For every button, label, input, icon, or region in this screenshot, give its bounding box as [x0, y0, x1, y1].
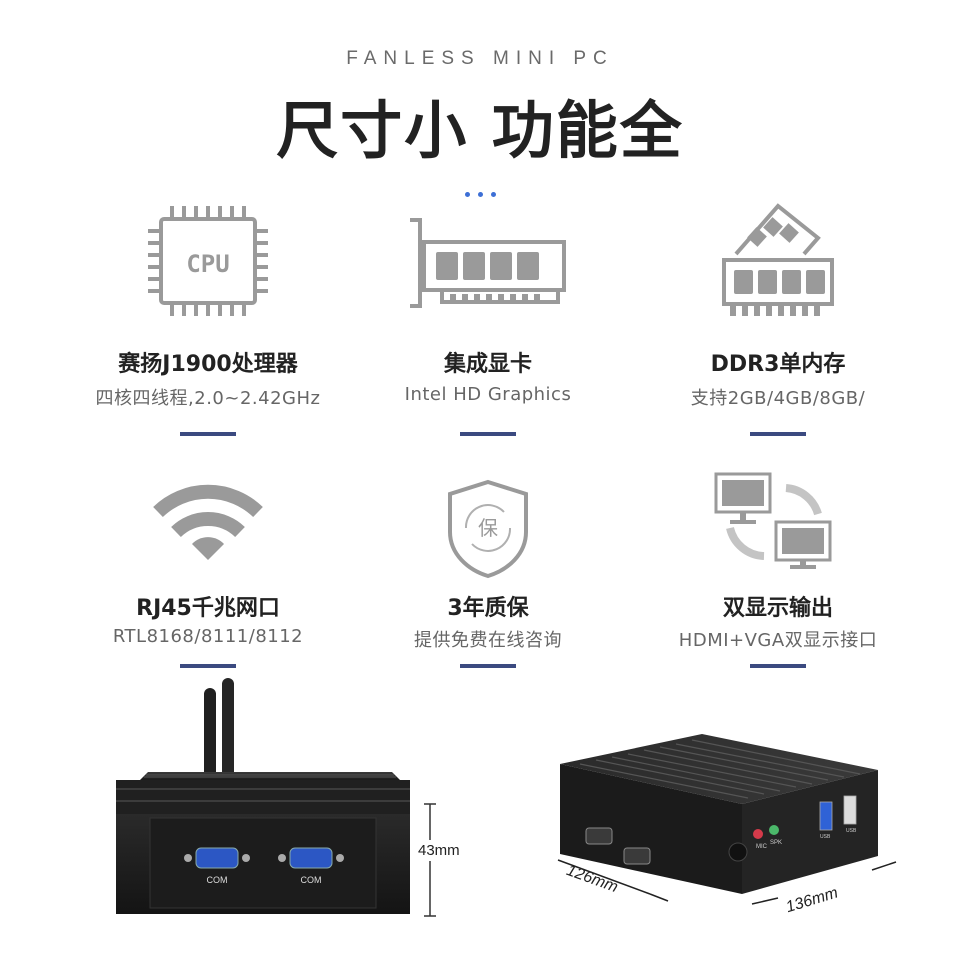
warranty-icon-text: 保: [478, 516, 498, 540]
feature-subtitle: 提供免费在线咨询: [414, 630, 562, 651]
com-port: [585, 827, 613, 845]
antenna: [204, 688, 216, 792]
feature-subtitle: RTL8168/8111/8112: [112, 626, 304, 647]
feature-title: 双显示输出: [722, 596, 833, 621]
wifi-icon: [58, 470, 358, 574]
feature-subtitle: HDMI+VGA双显示接口: [678, 630, 878, 651]
mic-jack: [753, 829, 763, 839]
feature-warranty: 保 3年质保 提供免费在线咨询: [338, 470, 638, 670]
cpu-icon: CPU: [58, 202, 358, 324]
feature-title: 赛扬J1900处理器: [118, 352, 298, 377]
feature-cpu: CPU 赛扬J1900处理器 四核四线程,2.0~2.42GHz: [58, 196, 358, 446]
feature-title: 集成显卡: [443, 352, 532, 377]
height-dimension: 43mm: [418, 840, 460, 861]
accent-bar: [180, 664, 236, 668]
accent-bar: [460, 664, 516, 668]
accent-bar: [750, 432, 806, 436]
feature-title: 3年质保: [447, 596, 529, 621]
page-headline: 尺寸小 功能全: [276, 94, 684, 167]
antenna: [222, 678, 234, 792]
feature-subtitle: 支持2GB/4GB/8GB/: [690, 388, 866, 409]
feature-dual-display: 双显示输出 HDMI+VGA双显示接口: [628, 470, 928, 670]
power-button: [728, 842, 748, 862]
feature-subtitle: 四核四线程,2.0~2.42GHz: [95, 388, 321, 409]
feature-subtitle: Intel HD Graphics: [404, 384, 572, 405]
com-port-label: COM: [301, 875, 322, 885]
com-port: [184, 847, 250, 869]
usb-label: USB: [820, 834, 831, 840]
com-port: [623, 847, 651, 865]
graphics-card-icon: [338, 202, 638, 324]
warranty-shield-icon: 保: [338, 476, 638, 584]
eyebrow-text: FANLESS MINI PC: [346, 48, 614, 69]
accent-bar: [750, 664, 806, 668]
usb-label: USB: [846, 828, 857, 834]
feature-title: DDR3单内存: [710, 352, 846, 377]
feature-network: RJ45千兆网口 RTL8168/8111/8112: [58, 470, 358, 670]
accent-bar: [180, 432, 236, 436]
com-port-label: COM: [207, 875, 228, 885]
mic-label: MIC: [756, 844, 768, 850]
memory-icon: [628, 198, 928, 324]
dual-display-icon: [628, 470, 928, 574]
product-front-view: COM COM 43mm: [100, 676, 480, 926]
accent-bar: [460, 432, 516, 436]
usb-port-stack: [819, 795, 857, 831]
com-port: [278, 847, 344, 869]
feature-graphics: 集成显卡 Intel HD Graphics: [338, 196, 638, 446]
feature-title: RJ45千兆网口: [136, 596, 280, 621]
spk-jack: [769, 825, 779, 835]
cpu-icon-text: CPU: [186, 250, 229, 278]
spk-label: SPK: [770, 840, 782, 846]
feature-memory: DDR3单内存 支持2GB/4GB/8GB/: [628, 196, 928, 446]
separator-dots: [0, 182, 960, 201]
product-iso-view: MIC SPK USB USB 126mm 136mm: [552, 724, 912, 934]
